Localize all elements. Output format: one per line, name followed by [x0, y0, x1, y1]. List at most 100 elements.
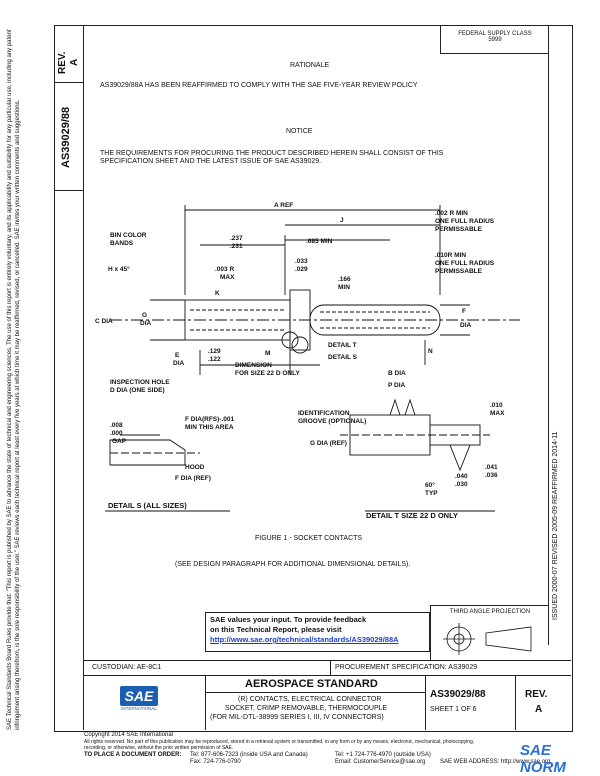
watermark: SAE NORM: [520, 742, 566, 776]
label-f-rfs: F DIA(RFS)-.001: [185, 416, 235, 423]
feedback-line1: SAE values your input. To provide feedba…: [210, 615, 367, 624]
label-hood: HOOD: [185, 464, 205, 471]
title-line-3: (FOR MIL-DTL-38999 SERIES I, III, IV CON…: [210, 714, 384, 721]
label-010max: .010: [490, 402, 503, 409]
rev-box-value: A: [69, 58, 80, 66]
label-f-ref: F DIA (REF): [175, 475, 211, 482]
label-036: .036: [485, 472, 498, 479]
label-inspection: INSPECTION HOLE: [110, 379, 170, 386]
sheet-number: SHEET 1 OF 6: [430, 706, 477, 713]
label-c-dia: C DIA: [95, 318, 113, 325]
label-max: MAX: [220, 274, 235, 281]
projection-box: THIRD ANGLE PROJECTION: [430, 605, 549, 661]
footer-web[interactable]: SAE WEB ADDRESS: http://www.sae.org: [440, 759, 551, 765]
label-for-size: FOR SIZE 22 D ONLY: [235, 370, 300, 377]
sae-logo-mark: SAE: [120, 686, 158, 706]
label-detail-s: DETAIL S: [328, 354, 358, 361]
side-notice-text: SAE Technical Standards Board Rules prov…: [7, 29, 21, 730]
footer-order-label: TO PLACE A DOCUMENT ORDER:: [84, 752, 182, 758]
label-000: .000: [110, 430, 123, 437]
label-dimension: DIMENSION: [235, 362, 272, 369]
label-002: .002 R MIN: [435, 210, 468, 217]
label-166: .166: [338, 276, 351, 283]
label-g-ref: G DIA (REF): [310, 440, 347, 447]
label-e-dia: DIA: [173, 360, 185, 367]
label-bands: BANDS: [110, 240, 134, 247]
notice-text-1: THE REQUIREMENTS FOR PROCURING THE PRODU…: [100, 150, 444, 157]
label-f-dia: DIA: [460, 322, 472, 329]
footer-copyright: Copyright 2014 SAE International: [84, 732, 174, 738]
label-033: .033: [295, 258, 308, 265]
doc-category: AEROSPACE STANDARD: [245, 678, 378, 690]
label-010r: .010R MIN: [435, 252, 466, 259]
label-g: G: [142, 312, 147, 319]
label-bin-color: BIN COLOR: [110, 232, 147, 239]
label-237: .237: [230, 235, 243, 242]
label-groove: GROOVE (OPTIONAL): [298, 418, 366, 425]
label-max2: MAX: [490, 410, 505, 417]
label-n: N: [428, 348, 433, 355]
label-min: MIN: [338, 284, 350, 291]
label-identification: IDENTIFICATION: [298, 410, 350, 417]
label-min-area: MIN THIS AREA: [185, 424, 234, 431]
label-radius2: ONE FULL RADIUS: [435, 260, 495, 267]
label-radius1: ONE FULL RADIUS: [435, 218, 495, 225]
issue-dates-vertical: ISSUED 2000-07 REVISED 2005-09 REAFFIRME…: [552, 431, 559, 620]
label-f: F: [462, 308, 466, 315]
feedback-line2: on this Technical Report, please visit: [210, 625, 342, 634]
socket-contact-drawing: A REF J BIN COLOR BANDS .237 .231 .685 M…: [95, 202, 520, 520]
label-60deg: 60°: [425, 481, 435, 489]
label-perm1: PERMISSABLE: [435, 226, 483, 233]
figure-caption: FIGURE 1 - SOCKET CONTACTS: [255, 535, 363, 542]
footer-rights: All rights reserved. No part of this pub…: [84, 739, 475, 745]
label-typ: TYP: [425, 490, 438, 497]
third-angle-projection-icon: [443, 623, 532, 655]
label-h45: H x 45°: [108, 265, 130, 273]
sae-logo: SAE INTERNATIONAL: [120, 686, 158, 716]
rev-box-label: REV.: [57, 51, 68, 74]
label-g-dia: DIA: [140, 320, 152, 327]
footer-email: Email: CustomerService@sae.org: [335, 759, 426, 765]
supply-class-box: FEDERAL SUPPLY CLASS 5999: [440, 25, 549, 54]
label-122: .122: [208, 356, 221, 363]
label-231: .231: [230, 243, 243, 250]
feedback-box: SAE values your input. To provide feedba…: [205, 612, 430, 652]
label-040: .040: [455, 473, 468, 480]
label-m: M: [265, 350, 270, 357]
doc-number: AS39029/88: [430, 689, 486, 700]
projection-label: THIRD ANGLE PROJECTION: [449, 609, 531, 615]
rev-label: REV.: [525, 689, 548, 700]
label-e: E: [175, 352, 180, 359]
footer-tel1: Tel: 877-606-7323 (inside USA and Canada…: [190, 752, 308, 758]
feedback-link[interactable]: http://www.sae.org/technical/standards/A…: [210, 635, 399, 644]
label-041: .041: [485, 464, 498, 471]
title-line-2: SOCKET, CRIMP REMOVABLE, THERMOCOUPLE: [225, 705, 388, 712]
label-k: K: [215, 290, 220, 297]
supply-class-line1: FEDERAL SUPPLY CLASS: [458, 31, 532, 37]
footer-tel2: Tel: +1 724-776-4970 (outside USA): [335, 752, 431, 758]
label-d-dia: D DIA (ONE SIDE): [110, 387, 165, 394]
label-685: .685 MIN: [306, 238, 333, 245]
label-j: J: [340, 217, 344, 224]
title-line-1: (R) CONTACTS, ELECTRICAL CONNECTOR: [238, 696, 382, 703]
label-p-dia: P DIA: [388, 382, 406, 389]
sae-logo-sub: INTERNATIONAL: [121, 706, 157, 711]
drawing-frame: [54, 25, 573, 732]
doc-number-vertical: AS39029/88: [60, 106, 72, 168]
label-detail-t: DETAIL T: [328, 342, 357, 349]
label-gap: GAP: [112, 438, 127, 445]
caption-detail-t: DETAIL T SIZE 22 D ONLY: [366, 511, 458, 520]
notice-text-2: SPECIFICATION SHEET AND THE LATEST ISSUE…: [100, 158, 322, 165]
notice-heading: NOTICE: [286, 128, 313, 135]
rev-value: A: [535, 704, 543, 715]
label-129: .129: [208, 348, 221, 355]
procurement-spec: PROCUREMENT SPECIFICATION: AS39029: [335, 664, 478, 671]
label-b-dia: B DIA: [388, 370, 406, 377]
supply-class-line2: 5999: [488, 37, 502, 43]
custodian: CUSTODIAN: AE-8C1: [92, 664, 162, 671]
footer-fax: Fax: 724-776-0790: [190, 759, 241, 765]
label-perm2: PERMISSABLE: [435, 268, 483, 275]
label-030: .030: [455, 481, 468, 488]
label-029: .029: [295, 266, 308, 273]
see-design-note: (SEE DESIGN PARAGRAPH FOR ADDITIONAL DIM…: [175, 561, 411, 568]
